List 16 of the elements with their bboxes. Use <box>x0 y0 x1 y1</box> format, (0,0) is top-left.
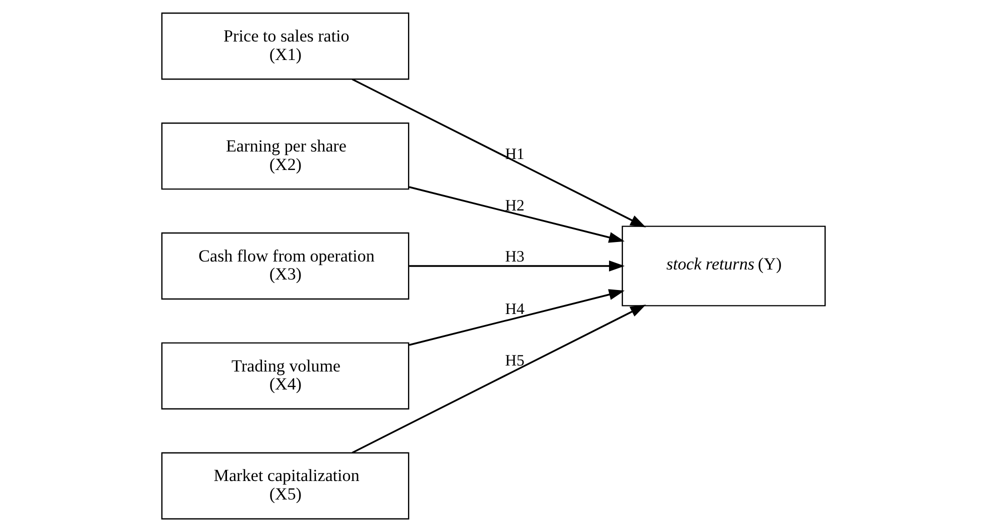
edge-label: H1 <box>505 146 524 164</box>
node-box: Price to sales ratio (X1) <box>161 12 410 80</box>
node-box: Cash flow from operation (X3) <box>161 232 410 300</box>
arrow <box>408 289 625 346</box>
edge-label: H2 <box>505 197 524 214</box>
edge-label: H5 <box>505 352 524 370</box>
edge-label: H4 <box>505 301 524 318</box>
arrow <box>352 304 646 454</box>
arrow <box>409 260 625 272</box>
arrow <box>408 186 625 243</box>
arrow <box>352 78 646 228</box>
node-box: Trading volume (X4) <box>161 342 410 410</box>
node-box: Market capitalization (X5) <box>161 452 410 520</box>
edge-label: H3 <box>505 248 524 266</box>
node-box: Earning per share (X2) <box>161 122 410 190</box>
node-box: stock returns (Y) <box>622 226 826 306</box>
